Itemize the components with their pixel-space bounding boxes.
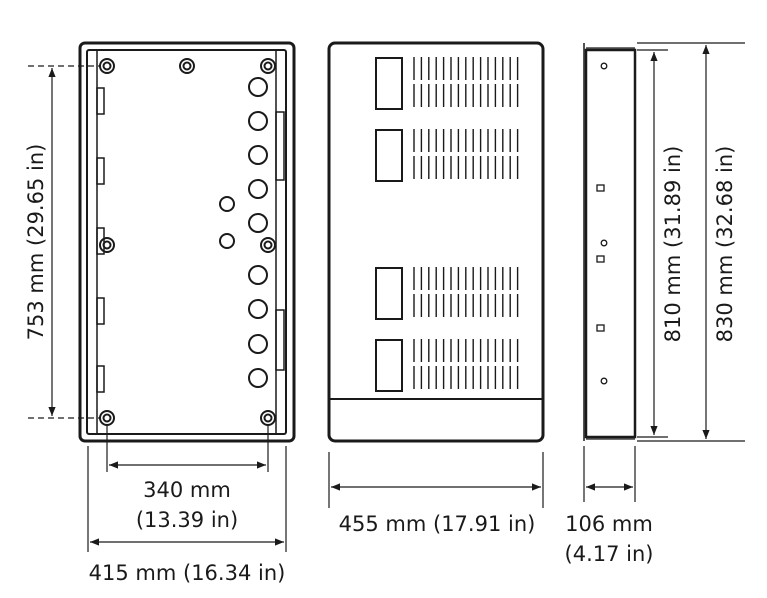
label-width-340-in: (13.39 in) [136, 508, 238, 532]
back-view-mounting-bolts [99, 58, 276, 426]
back-view [78, 41, 296, 443]
front-view-vents [413, 57, 519, 389]
front-view-dimensions [328, 452, 544, 508]
back-view-outer-frame [78, 41, 296, 443]
side-view-holes [600, 62, 608, 385]
bolt-middle-left [99, 237, 115, 253]
back-view-knockouts [219, 77, 268, 388]
back-view-left-clips [96, 87, 105, 393]
label-depth-106: 106 mm [565, 512, 653, 536]
label-width-340: 340 mm [143, 478, 231, 502]
label-depth-106-in: (4.17 in) [565, 542, 654, 566]
bolt-top-left [99, 58, 115, 74]
bolt-bottom-right [260, 410, 276, 426]
back-view-right-rails [275, 111, 285, 371]
front-window-2 [375, 129, 403, 182]
label-width-455: 455 mm (17.91 in) [339, 512, 536, 536]
label-height-810: 810 mm (31.89 in) [661, 146, 685, 343]
label-width-415: 415 mm (16.34 in) [89, 561, 286, 585]
front-window-3 [375, 267, 403, 320]
side-view-dimensions [583, 42, 745, 502]
label-height-830: 830 mm (32.68 in) [713, 146, 737, 343]
front-window-4 [375, 339, 403, 392]
side-view-slots [596, 184, 605, 332]
back-view-inner-plate [86, 49, 287, 435]
side-view-body [584, 48, 637, 439]
front-window-1 [375, 57, 403, 110]
back-view-dimensions [28, 65, 287, 552]
bolt-middle-right [260, 237, 276, 253]
front-view-outer-frame [327, 41, 545, 443]
bolt-top-center [179, 58, 195, 74]
bolt-bottom-left [99, 410, 115, 426]
front-view [327, 41, 545, 443]
bolt-top-right [260, 58, 276, 74]
side-view [583, 43, 637, 441]
label-height-753: 753 mm (29.65 in) [24, 144, 48, 341]
